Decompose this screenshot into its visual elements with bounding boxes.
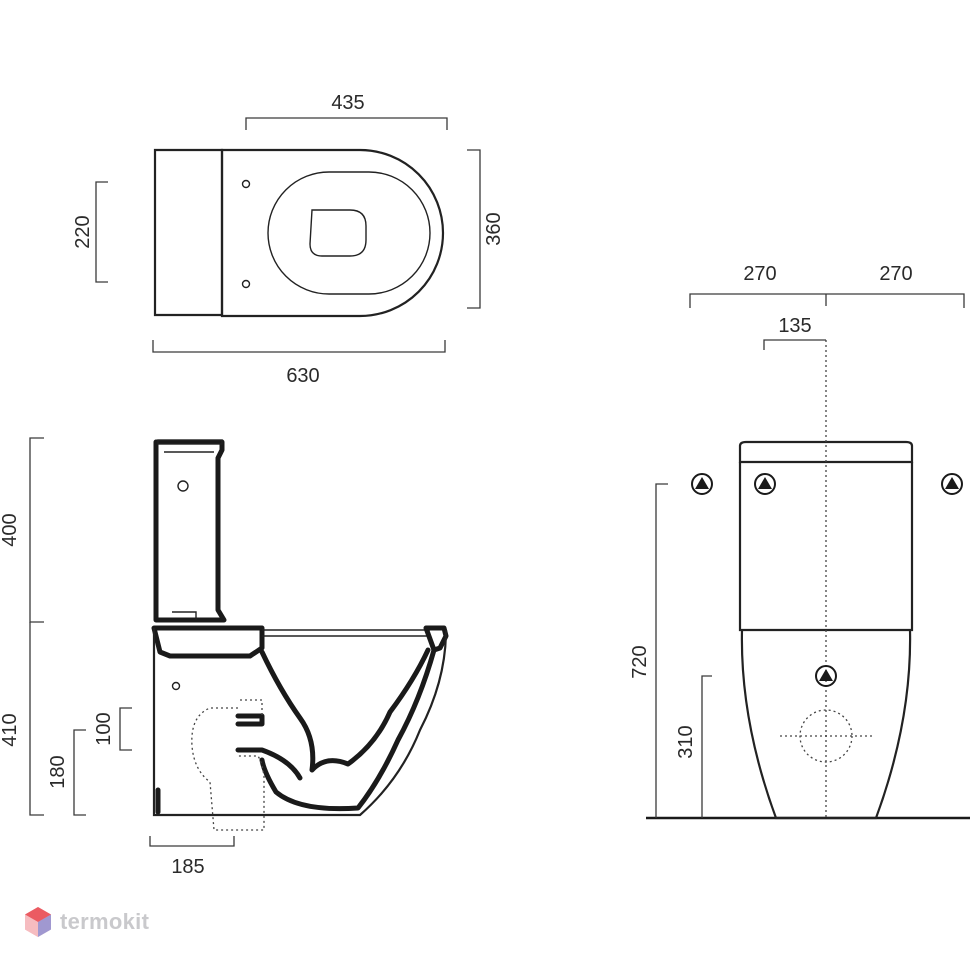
dim-front-inlet-offset: 135 <box>778 315 811 337</box>
top-view-hinge-hole <box>241 179 251 189</box>
watermark-text: termokit <box>60 909 150 934</box>
dim-side-tank-height: 400 <box>0 513 21 546</box>
dim-top-seat-depth: 220 <box>72 215 94 248</box>
top-view-tank <box>153 148 224 317</box>
front-view-bowl <box>740 629 912 820</box>
dim-front-outlet-height: 310 <box>675 725 697 758</box>
dim-top-length: 630 <box>286 365 319 387</box>
side-view-tank <box>153 439 227 623</box>
dim-top-seat-length: 435 <box>331 92 364 114</box>
side-view-bowl-rim <box>151 625 265 659</box>
side-view-bowl <box>259 647 431 773</box>
connection-marker-icon <box>815 665 837 687</box>
side-view-tank-hole <box>177 480 189 492</box>
top-view-hinge-hole <box>241 279 251 289</box>
dim-side-outlet-height: 180 <box>47 755 69 788</box>
side-view: 400 410 180 100 185 <box>0 437 449 878</box>
hexagon-logo-icon <box>25 907 51 937</box>
dim-side-outlet-offset: 185 <box>171 856 204 878</box>
side-view-body <box>152 628 448 817</box>
dim-front-height: 720 <box>629 645 651 678</box>
connection-marker-icon <box>941 473 963 495</box>
dim-side-bowl-height: 410 <box>0 713 21 746</box>
watermark: termokit <box>24 906 149 938</box>
dim-front-half-left: 270 <box>743 263 776 285</box>
top-view-inner-bowl <box>309 209 367 257</box>
dim-front-half-right: 270 <box>879 263 912 285</box>
front-view-lid <box>738 440 914 464</box>
connection-marker-icon <box>754 473 776 495</box>
dim-side-outlet-size: 100 <box>93 712 115 745</box>
connection-marker-icon <box>691 473 713 495</box>
top-view: 435 220 360 630 <box>72 92 505 387</box>
top-view-bowl <box>220 148 445 318</box>
dim-top-width: 360 <box>483 212 505 245</box>
top-view-seat-opening <box>267 171 431 295</box>
front-view: 270 270 135 720 310 <box>629 263 970 820</box>
